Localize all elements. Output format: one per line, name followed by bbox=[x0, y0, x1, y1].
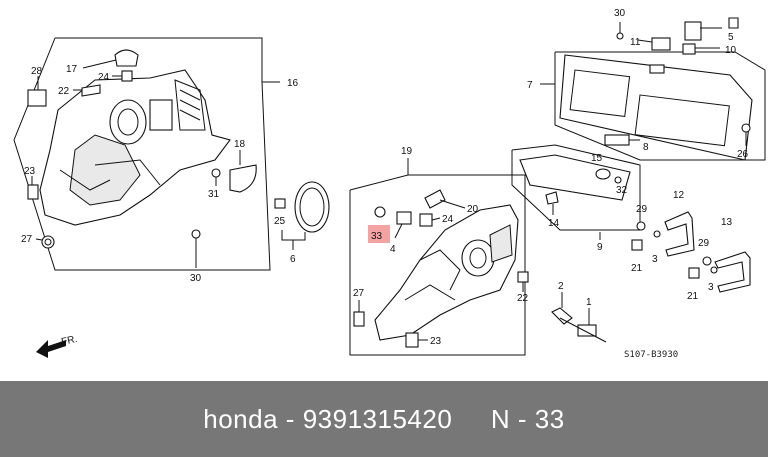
callout-26: 26 bbox=[737, 149, 749, 160]
callout-3: 3 bbox=[708, 282, 714, 293]
callout-8: 8 bbox=[643, 142, 649, 153]
callout-11: 11 bbox=[630, 37, 641, 48]
callout-16: 16 bbox=[287, 78, 299, 89]
callout-3: 3 bbox=[652, 254, 658, 265]
callout-24: 24 bbox=[442, 214, 454, 225]
diagram-code: S107-B3930 bbox=[624, 350, 678, 360]
callout-19: 19 bbox=[401, 146, 413, 157]
callout-28: 28 bbox=[31, 66, 43, 77]
front-arrow bbox=[36, 340, 66, 358]
callout-29: 29 bbox=[636, 204, 648, 215]
callout-18: 18 bbox=[234, 139, 246, 150]
callout-15: 15 bbox=[591, 153, 603, 164]
callout-30: 30 bbox=[614, 8, 626, 19]
callout-25: 25 bbox=[274, 216, 286, 227]
callout-27: 27 bbox=[353, 288, 365, 299]
callout-21: 21 bbox=[687, 291, 699, 302]
part-caption-bar: honda - 9391315420 N - 33 bbox=[0, 381, 768, 457]
callout-7: 7 bbox=[527, 80, 533, 91]
callout-4: 4 bbox=[390, 244, 396, 255]
front-marker-label: FR. bbox=[60, 334, 78, 348]
callout-17: 17 bbox=[66, 64, 78, 75]
callout-20: 20 bbox=[467, 204, 479, 215]
callout-5: 5 bbox=[728, 32, 734, 43]
callout-21: 21 bbox=[631, 263, 643, 274]
spacer bbox=[452, 404, 491, 435]
callout-22: 22 bbox=[58, 86, 70, 97]
callout-31: 31 bbox=[208, 189, 220, 200]
callout-29: 29 bbox=[698, 238, 710, 249]
callout-1: 1 bbox=[586, 297, 592, 308]
speaker-grille-group bbox=[274, 181, 330, 250]
left-side-trim-group bbox=[13, 37, 280, 271]
part-number: 9391315420 bbox=[302, 403, 453, 434]
callout-14: 14 bbox=[548, 218, 560, 229]
reference-label: N - 33 bbox=[490, 403, 565, 434]
callout-13: 13 bbox=[721, 217, 733, 228]
callout-23: 23 bbox=[24, 166, 36, 177]
callout-23: 23 bbox=[430, 336, 442, 347]
callout-27: 27 bbox=[21, 234, 33, 245]
callout-12: 12 bbox=[673, 190, 685, 201]
callout-33-highlighted: 33 bbox=[371, 231, 383, 242]
parts-diagram: 30 11 5 10 7 8 26 15 32 14 9 12 29 3 21 … bbox=[13, 8, 766, 360]
cable-assembly bbox=[551, 292, 607, 343]
separator: - bbox=[278, 403, 303, 434]
callout-30: 30 bbox=[190, 273, 202, 284]
callout-24: 24 bbox=[98, 72, 110, 83]
callout-32: 32 bbox=[616, 185, 628, 196]
tailgate-trim-group bbox=[511, 17, 766, 293]
right-side-trim-group bbox=[349, 158, 529, 356]
callout-9: 9 bbox=[597, 242, 603, 253]
callout-10: 10 bbox=[725, 45, 737, 56]
brand-name: honda bbox=[203, 403, 279, 434]
callout-2: 2 bbox=[558, 281, 564, 292]
highlight-box bbox=[368, 225, 390, 243]
callout-22: 22 bbox=[517, 293, 529, 304]
callout-6: 6 bbox=[290, 254, 296, 265]
